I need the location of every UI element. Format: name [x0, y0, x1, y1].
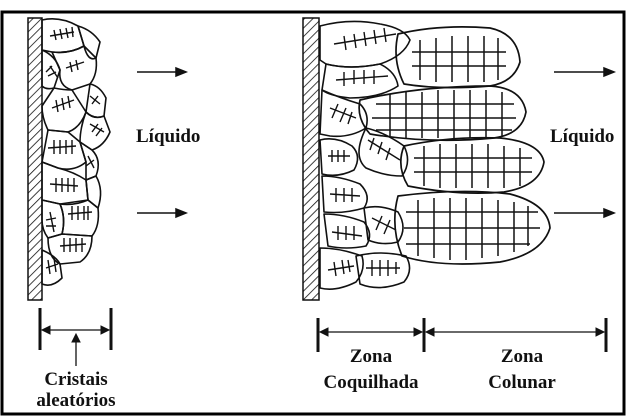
chill-zone-dendrites — [328, 28, 400, 276]
mold-wall-right — [303, 18, 319, 300]
random-crystals-label-line2: aleatórios — [2, 390, 150, 412]
columnar-dendrite-grid — [372, 36, 540, 260]
liquid-label-left: Líquido — [136, 126, 200, 148]
mold-wall-left — [28, 18, 42, 300]
columnar-zone-label-line2: Colunar — [462, 372, 582, 394]
liquid-label-right: Líquido — [550, 126, 614, 148]
random-crystals-label-line1: Cristais — [2, 369, 150, 391]
chill-zone-label-line2: Coquilhada — [303, 372, 439, 394]
columnar-zone-label-line1: Zona — [462, 346, 582, 368]
random-crystals-dimension — [40, 308, 111, 366]
random-crystals-dendrites — [46, 27, 104, 274]
chill-zone-label-line1: Zona — [311, 346, 431, 368]
